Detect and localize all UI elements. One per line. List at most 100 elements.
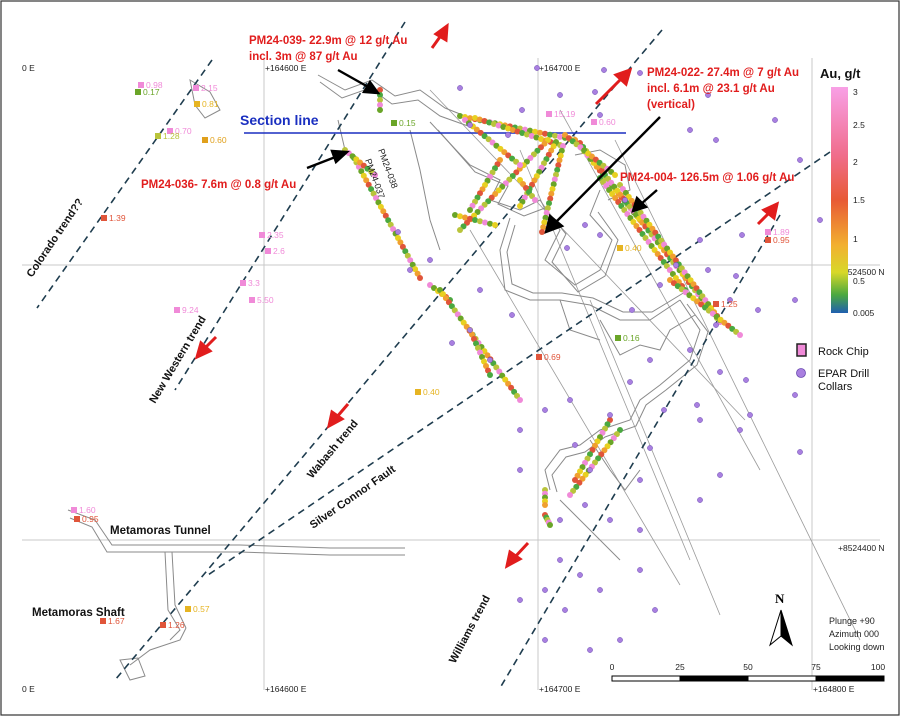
intercept-dot <box>417 275 423 281</box>
drill-collar <box>792 392 798 398</box>
drill-collar <box>542 587 548 593</box>
grid-label-left-top: 0 E <box>22 63 35 73</box>
rock-chip-sample: 0.16 <box>615 333 640 343</box>
rock-chip-sample: 1.89 <box>765 227 790 237</box>
rock-chip-value: 0.95 <box>773 235 790 245</box>
arrow-head <box>330 149 350 165</box>
intercept-dot <box>493 142 500 149</box>
rock-chip-value: 9.24 <box>182 305 199 315</box>
rock-chip-sample: 0.15 <box>391 118 416 128</box>
intercept-dot <box>437 287 443 293</box>
rock-chip-value: 5.50 <box>257 295 274 305</box>
drill-collar <box>747 412 753 418</box>
arrow-head <box>504 549 523 569</box>
workings-outline <box>544 299 701 491</box>
intercept-dot <box>457 213 463 220</box>
intercept-dot <box>492 222 498 228</box>
legend: Au, g/t 3 2.5 2 1.5 1 0.5 0.005 Rock Chi… <box>796 66 875 393</box>
intercept-dot <box>570 487 577 494</box>
callout-pm24-039-line1: PM24-039- 22.9m @ 12 g/t Au <box>249 35 407 47</box>
intercept-dot <box>385 217 392 224</box>
rock-chip-value: 2.35 <box>267 230 284 240</box>
drill-collar <box>637 70 643 76</box>
intercept-dot <box>471 336 477 342</box>
intercept-dot <box>377 107 383 113</box>
intercept-dot <box>452 212 458 218</box>
tunnel-outline <box>67 509 405 549</box>
intercept-dot <box>473 126 480 133</box>
drill-collar <box>607 412 613 418</box>
drill-collar <box>772 117 778 123</box>
scale-tick: 25 <box>675 662 685 672</box>
intercept-dot <box>487 372 493 378</box>
drill-collar <box>427 257 433 263</box>
drill-trace <box>589 299 721 616</box>
rock-chip-value: 0.81 <box>202 99 219 109</box>
intercept-dot <box>573 483 580 490</box>
shaft-outline <box>171 551 187 629</box>
intercept-dot <box>358 168 365 175</box>
intercept-dot <box>547 131 553 138</box>
intercept-dot <box>533 134 540 141</box>
drill-collar <box>627 379 633 385</box>
workings-outline <box>319 81 469 127</box>
drill-collar <box>697 237 703 243</box>
intercept-dot <box>493 364 500 371</box>
drill-collar <box>743 377 749 383</box>
scale-segment <box>679 675 749 682</box>
rock-chip-value: 0.16 <box>623 333 640 343</box>
rock-chip-sample: 9.24 <box>174 305 199 315</box>
callout-pm24-036: PM24-036- 7.6m @ 0.8 g/t Au <box>141 179 296 191</box>
workings-outline <box>559 299 601 341</box>
rock-chip-value: 1.25 <box>721 299 738 309</box>
intercept-dot <box>567 492 573 498</box>
rock-chip-sample: 0.17 <box>135 87 160 97</box>
intercept-dot <box>517 162 523 168</box>
drill-collar <box>542 637 548 643</box>
intercept-dot <box>387 221 394 228</box>
drill-collar <box>739 232 745 238</box>
drill-collar <box>792 297 798 303</box>
shaft-outline <box>164 551 181 641</box>
intercept-dot <box>554 166 561 173</box>
intercept-dot <box>395 235 401 241</box>
intercept-dot <box>377 87 383 93</box>
drill-collar <box>509 312 515 318</box>
wabash-trend-line <box>114 29 663 681</box>
drill-collar <box>582 502 588 508</box>
rock-chip-marker <box>194 101 200 107</box>
intercept-dot <box>487 220 493 227</box>
colorado-trend-line <box>36 59 213 309</box>
intercept-dot <box>582 471 589 478</box>
rock-chip-marker <box>193 85 199 91</box>
scale-bar: 0 25 50 75 100 <box>610 662 885 682</box>
intercept-dot <box>467 115 473 122</box>
drill-collar <box>697 417 703 423</box>
label-metamoras-tunnel: Metamoras Tunnel <box>110 525 211 537</box>
drill-collar <box>567 397 573 403</box>
drill-trace <box>614 139 861 641</box>
callout-pm24-022-line3: (vertical) <box>647 99 695 111</box>
drill-collar <box>637 527 643 533</box>
red-arrow <box>594 76 624 106</box>
intercept-dot <box>519 130 526 136</box>
rock-chip-sample: 2.35 <box>259 230 284 240</box>
intercept-dot <box>547 522 553 528</box>
arrow-pm24-004 <box>640 189 658 205</box>
intercept-dot <box>557 133 563 140</box>
legend-tick: 0.005 <box>853 308 875 318</box>
drill-collar <box>467 122 473 128</box>
drill-collar <box>477 287 483 293</box>
intercept-dot <box>469 331 475 338</box>
intercept-dot <box>556 157 563 164</box>
scale-tick: 100 <box>871 662 885 672</box>
grid-label-8524400n: +8524400 N <box>838 543 885 553</box>
underground-workings <box>67 74 709 681</box>
new-western-trend-line <box>174 21 406 391</box>
intercept-dot <box>484 352 491 359</box>
intercept-dot <box>501 149 508 156</box>
williams-trend-line <box>499 214 781 689</box>
intercept-dot <box>547 195 554 202</box>
rock-chip-sample: 0.57 <box>185 604 210 614</box>
rock-chip-value: 3.3 <box>248 278 260 288</box>
